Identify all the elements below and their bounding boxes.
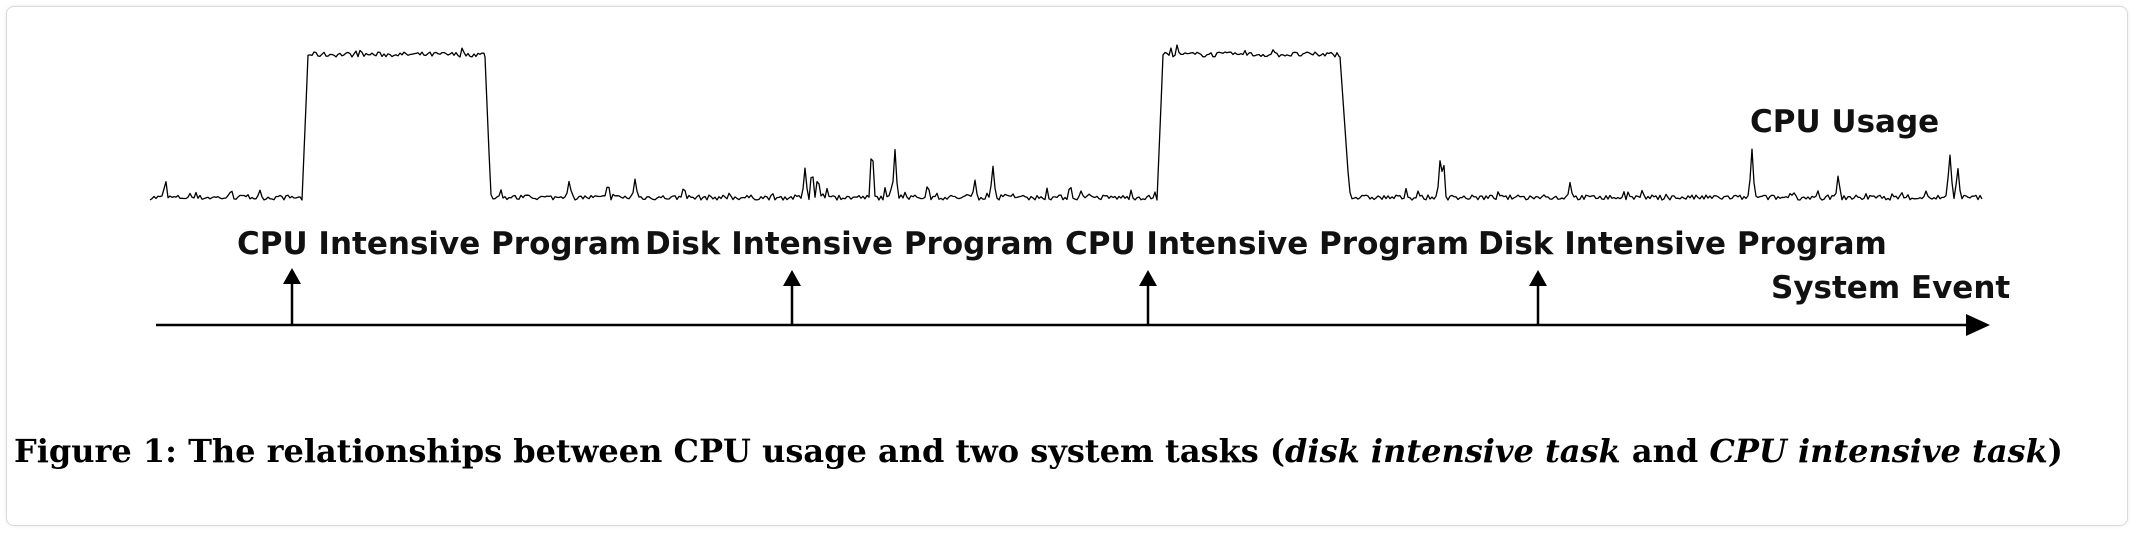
- event-arrow-3: [1139, 270, 1157, 325]
- caption-italic-cpu: CPU intensive task: [1709, 432, 2048, 470]
- timeline-arrowhead: [1966, 314, 1990, 336]
- caption-italic-disk: disk intensive task: [1285, 432, 1621, 470]
- cpu-usage-trace: [149, 44, 1983, 201]
- event-arrow-2: [783, 270, 801, 325]
- caption-middle: and: [1620, 432, 1710, 470]
- figure-frame: [6, 6, 2128, 526]
- cpu-usage-label: CPU Usage: [1750, 104, 1939, 140]
- event-arrow-1: [283, 268, 301, 325]
- figure-caption: Figure 1: The relationships between CPU …: [14, 428, 2124, 474]
- caption-suffix: ): [2047, 432, 2063, 470]
- caption-prefix: Figure 1: The relationships between CPU …: [14, 432, 1286, 470]
- event-arrow-4: [1529, 270, 1547, 325]
- event-label-cpu-2: CPU Intensive Program: [1065, 226, 1469, 262]
- event-label-cpu-1: CPU Intensive Program: [237, 226, 641, 262]
- system-event-label: System Event: [1771, 270, 2010, 306]
- event-label-disk-1: Disk Intensive Program: [645, 226, 1054, 262]
- event-label-disk-2: Disk Intensive Program: [1478, 226, 1887, 262]
